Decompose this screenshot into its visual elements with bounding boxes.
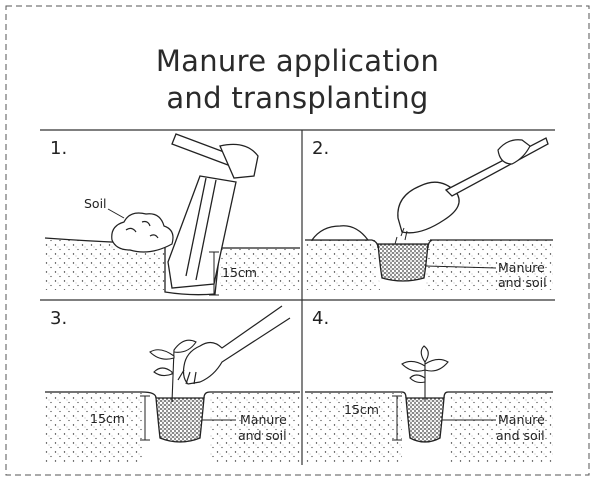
panel-3-depth-label: 15cm — [90, 411, 125, 426]
panel-1: 1. 15cm Soil — [45, 134, 300, 295]
hand-icon — [498, 140, 530, 164]
panel-2: 2. Manure and soil — [305, 138, 553, 290]
panel-3-fill-label-1: Manure — [240, 412, 287, 427]
panel-3-fill-label-2: and soil — [238, 428, 287, 443]
panel-4-depth-label: 15cm — [344, 402, 379, 417]
soil-pile-icon — [112, 213, 173, 252]
panel-4-fill-label-2: and soil — [496, 428, 545, 443]
panel-3-number: 3. — [50, 308, 67, 329]
seedling-icon — [402, 346, 448, 400]
panel-2-fill-label-1: Manure — [498, 260, 545, 275]
panel-2-fill-label-2: and soil — [498, 275, 547, 290]
panel-4-number: 4. — [312, 308, 329, 329]
panel-1-number: 1. — [50, 138, 67, 159]
panel-3: 3. 15cm Manure and soil — [45, 306, 300, 462]
panel-2-number: 2. — [312, 138, 329, 159]
panel-1-depth-label: 15cm — [222, 265, 257, 280]
panel-4: 4. 15cm Manure and soil — [305, 308, 553, 462]
panel-1-soil-label: Soil — [84, 196, 107, 211]
hand-icon — [178, 306, 290, 384]
panel-4-fill-label-1: Manure — [498, 412, 545, 427]
